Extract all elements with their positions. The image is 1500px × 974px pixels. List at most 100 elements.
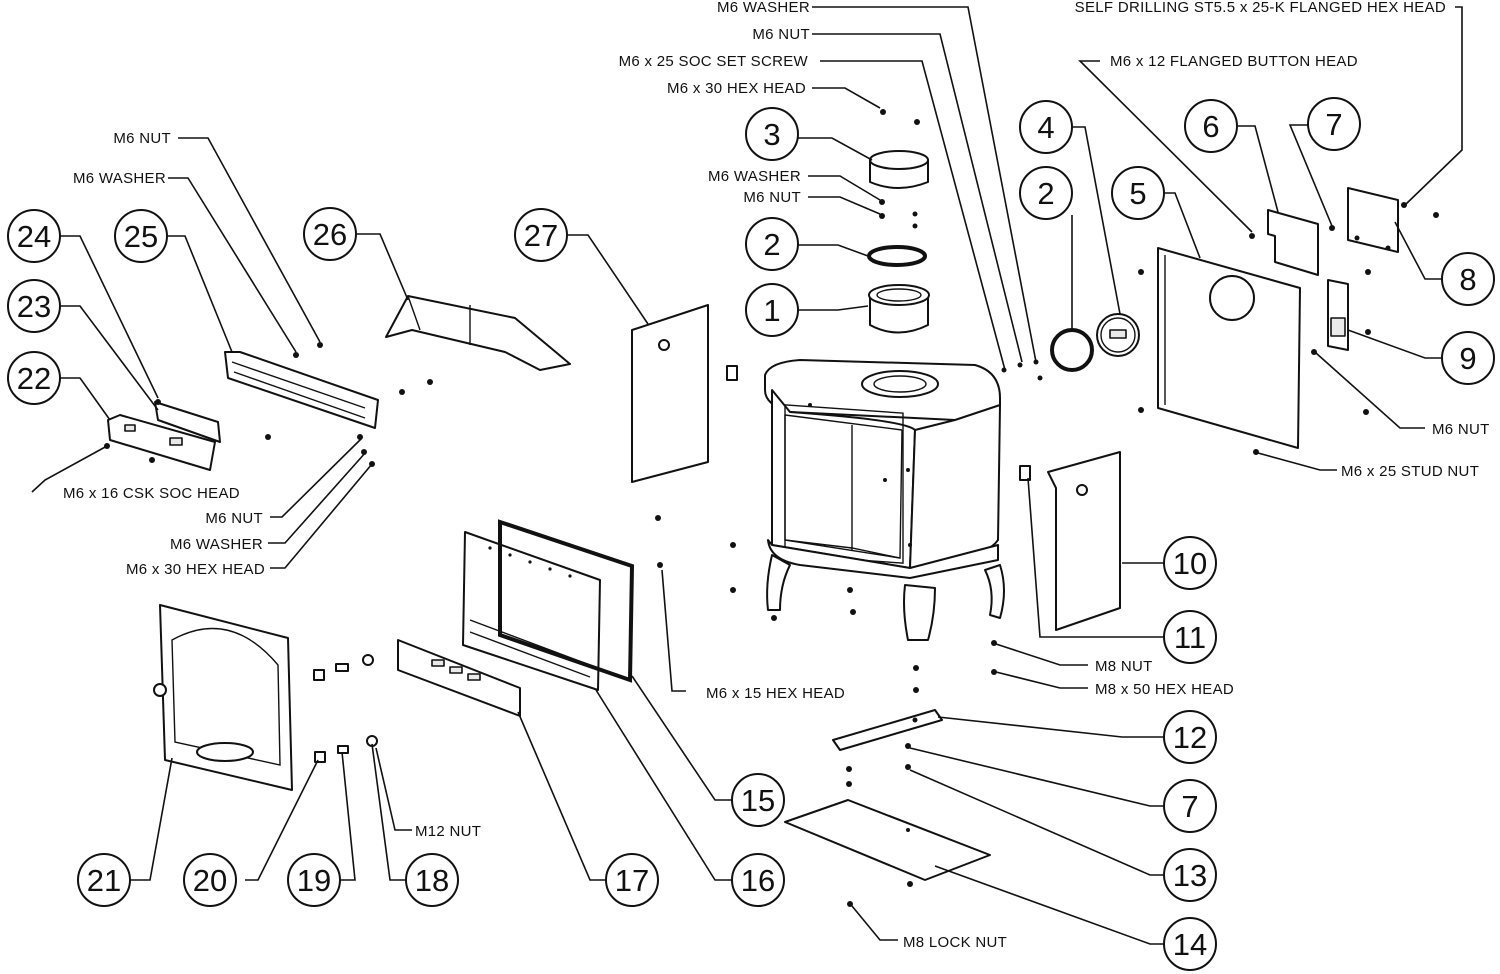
callout-12: 12 [1163, 710, 1217, 764]
callout-4: 4 [1019, 100, 1073, 154]
svg-text:18: 18 [415, 863, 449, 898]
base-plate-14 [784, 799, 991, 881]
side-brick-10 [1047, 451, 1121, 631]
callout-10: 10 [1163, 536, 1217, 590]
svg-text:3: 3 [763, 117, 780, 152]
label-m6x12-flanged-button: M6 x 12 FLANGED BUTTON HEAD [1110, 53, 1358, 70]
callout-20: 20 [183, 853, 237, 907]
label-m6-nut-mid: M6 NUT [743, 189, 801, 206]
svg-text:10: 10 [1173, 546, 1207, 581]
label-m8-nut: M8 NUT [1095, 658, 1153, 675]
callout-1: 1 [745, 283, 799, 337]
callout-8: 8 [1441, 252, 1495, 306]
svg-text:12: 12 [1173, 720, 1207, 755]
callout-9: 9 [1441, 331, 1495, 385]
svg-text:2: 2 [763, 227, 780, 262]
air-wash-25 [224, 351, 379, 429]
label-m6x15-hex-head: M6 x 15 HEX HEAD [706, 685, 845, 702]
label-m6x16-csk: M6 x 16 CSK SOC HEAD [63, 485, 240, 502]
baffle-26 [385, 295, 571, 371]
door-glass-16 [462, 531, 601, 691]
label-self-drilling: SELF DRILLING ST5.5 x 25-K FLANGED HEX H… [1075, 0, 1446, 16]
label-m8-lock-nut: M8 LOCK NUT [903, 934, 1007, 951]
callout-17: 17 [605, 853, 659, 907]
callout-2-plate: 2 [1019, 166, 1073, 220]
label-m6-washer-top: M6 WASHER [717, 0, 810, 16]
svg-text:11: 11 [1174, 620, 1206, 655]
callout-7-base: 7 [1163, 779, 1217, 833]
svg-text:26: 26 [313, 217, 347, 252]
label-m6-washer-left: M6 WASHER [73, 170, 166, 187]
callout-22: 22 [7, 351, 61, 405]
svg-text:6: 6 [1202, 109, 1219, 144]
label-m12-nut: M12 NUT [415, 823, 481, 840]
callout-26: 26 [303, 207, 357, 261]
svg-text:21: 21 [87, 863, 121, 898]
svg-text:15: 15 [741, 783, 775, 818]
rear-panel-5 [1157, 247, 1301, 449]
callout-25: 25 [114, 209, 168, 263]
throat-plate-22 [107, 414, 216, 471]
glass-seal-15 [498, 519, 635, 683]
svg-text:7: 7 [1325, 107, 1342, 142]
rear-plate-6 [1267, 209, 1319, 276]
label-m6-nut-left2: M6 NUT [205, 510, 263, 527]
callout-27: 27 [514, 208, 568, 262]
svg-text:2: 2 [1037, 176, 1054, 211]
svg-text:1: 1 [763, 293, 780, 328]
svg-text:25: 25 [124, 219, 158, 254]
callout-7-top: 7 [1307, 97, 1361, 151]
label-m6x25-soc-set-screw: M6 x 25 SOC SET SCREW [619, 53, 809, 70]
callout-15: 15 [731, 773, 785, 827]
bracket-23 [154, 401, 221, 443]
callout-3: 3 [745, 107, 799, 161]
callout-2-flue: 2 [745, 217, 799, 271]
callout-5: 5 [1111, 166, 1165, 220]
flue-collar-1 [868, 284, 930, 334]
label-m6-nut-top: M6 NUT [752, 26, 810, 43]
svg-text:16: 16 [741, 863, 775, 898]
label-m6x30-hex-head-top: M6 x 30 HEX HEAD [667, 80, 806, 97]
svg-text:14: 14 [1173, 927, 1207, 962]
callout-21: 21 [77, 853, 131, 907]
label-m8x50-hex-head: M8 x 50 HEX HEAD [1095, 681, 1234, 698]
callout-11: 11 [1163, 610, 1217, 664]
side-brick-27 [631, 304, 709, 483]
label-m6-washer-mid: M6 WASHER [708, 168, 801, 185]
svg-text:17: 17 [615, 863, 649, 898]
access-plate-4 [1096, 313, 1140, 357]
callout-6: 6 [1184, 99, 1238, 153]
stove-body [764, 359, 1005, 641]
svg-text:24: 24 [17, 219, 51, 254]
label-m6-nut-right: M6 NUT [1432, 421, 1490, 438]
label-m6x25-stud-nut: M6 x 25 STUD NUT [1341, 463, 1479, 480]
leader-lines [31, 6, 1463, 945]
hinge-pins-18-20 [313, 654, 378, 763]
svg-text:4: 4 [1037, 110, 1054, 145]
flue-spigot-3 [869, 150, 929, 189]
svg-text:22: 22 [17, 361, 51, 396]
svg-text:9: 9 [1459, 341, 1476, 376]
rear-strip-9 [1327, 279, 1349, 351]
label-m6x30-hex-head-left: M6 x 30 HEX HEAD [126, 561, 265, 578]
flue-gasket-2 [867, 245, 927, 267]
callout-13: 13 [1163, 848, 1217, 902]
label-m6-nut-left: M6 NUT [113, 130, 171, 147]
access-plate-gasket-2 [1050, 328, 1094, 372]
callout-23: 23 [7, 279, 61, 333]
rear-cover-8 [1347, 187, 1399, 253]
svg-text:27: 27 [524, 218, 558, 253]
svg-text:19: 19 [297, 863, 331, 898]
svg-text:23: 23 [17, 289, 51, 324]
base-bracket-12 [832, 709, 943, 751]
label-m6-washer-left2: M6 WASHER [170, 536, 263, 553]
svg-text:5: 5 [1129, 176, 1146, 211]
svg-text:7: 7 [1181, 789, 1198, 824]
svg-text:13: 13 [1173, 858, 1207, 893]
callout-16: 16 [731, 853, 785, 907]
callout-24: 24 [7, 209, 61, 263]
door-21 [153, 604, 293, 791]
svg-text:20: 20 [193, 863, 227, 898]
callout-19: 19 [287, 853, 341, 907]
